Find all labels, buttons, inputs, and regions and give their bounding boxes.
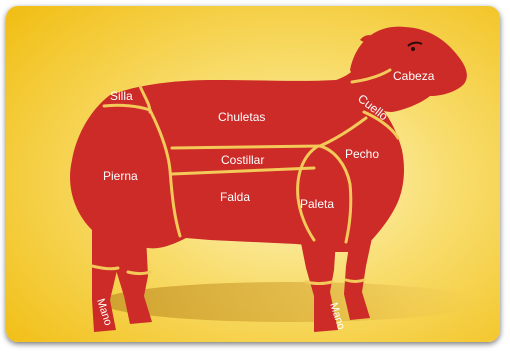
divider-front-knee [306,282,332,284]
ground-shadow [100,282,480,322]
label-cabeza: Cabeza [393,69,435,83]
label-paleta: Paleta [300,197,334,211]
label-costillar: Costillar [221,153,264,167]
lamb-cuts-diagram: Cabeza Cuello Silla Chuletas Pecho Costi… [6,6,500,342]
label-falda: Falda [220,190,250,204]
lamb-cuts-svg: Cabeza Cuello Silla Chuletas Pecho Costi… [6,6,500,342]
label-pecho: Pecho [345,147,379,161]
divider-front-knee-2 [346,280,364,282]
divider-hind-knee-2 [128,272,150,274]
label-silla: Silla [110,89,133,103]
label-chuletas: Chuletas [218,110,265,124]
eye-dot [411,47,415,51]
label-pierna: Pierna [103,169,138,183]
